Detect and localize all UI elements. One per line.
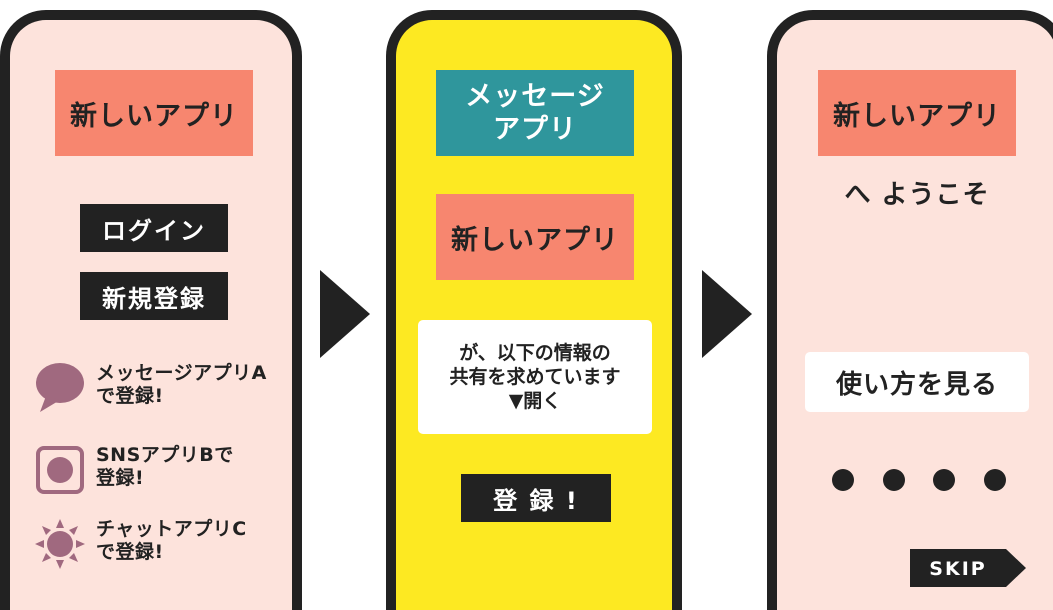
skip-label: SKIP <box>929 558 986 580</box>
option-sns-app-b[interactable]: SNSアプリBで 登録! <box>34 444 234 496</box>
permission-message: が、以下の情報の 共有を求めています ▼開く <box>418 320 652 434</box>
phone-screen-3: 新しいアプリ へ ようこそ 使い方を見る <box>767 10 1053 610</box>
option-message-app-a[interactable]: メッセージアプリA で登録! <box>34 362 267 414</box>
message-line: が、以下の情報の <box>459 342 611 364</box>
message-line: 共有を求めています <box>449 366 621 388</box>
option-label: SNSアプリBで 登録! <box>96 444 234 489</box>
option-label: メッセージアプリA で登録! <box>96 362 267 407</box>
register-button[interactable]: 新規登録 <box>80 272 228 320</box>
target-app-banner: 新しいアプリ <box>436 194 634 280</box>
page-indicator-dot <box>984 469 1006 491</box>
app-title-banner: 新しいアプリ <box>818 70 1016 156</box>
phone-screen-1: 新しいアプリ ログイン 新規登録 メッセージアプリA で登録! SNSアプリBで… <box>0 10 302 610</box>
option-label: チャットアプリC で登録! <box>96 518 247 563</box>
open-details-link[interactable]: ▼開く <box>508 390 562 412</box>
page-indicator-dot <box>832 469 854 491</box>
square-circle-icon <box>36 446 84 494</box>
how-to-use-button[interactable]: 使い方を見る <box>805 352 1029 412</box>
sun-icon <box>35 519 85 569</box>
source-app-banner: メッセージ アプリ <box>436 70 634 156</box>
next-arrow-icon <box>702 270 752 358</box>
skip-button[interactable]: SKIP <box>910 549 1026 587</box>
next-arrow-icon <box>320 270 370 358</box>
page-indicator-dot <box>933 469 955 491</box>
option-chat-app-c[interactable]: チャットアプリC で登録! <box>34 518 247 570</box>
app-title-banner: 新しいアプリ <box>55 70 253 156</box>
register-button[interactable]: 登 録 ! <box>461 474 611 522</box>
speech-bubble-icon <box>36 363 84 412</box>
phone-screen-2: メッセージ アプリ 新しいアプリ が、以下の情報の 共有を求めています ▼開く … <box>386 10 682 610</box>
page-indicator-dot <box>883 469 905 491</box>
welcome-text: へ ようこそ <box>844 180 990 210</box>
login-button[interactable]: ログイン <box>80 204 228 252</box>
